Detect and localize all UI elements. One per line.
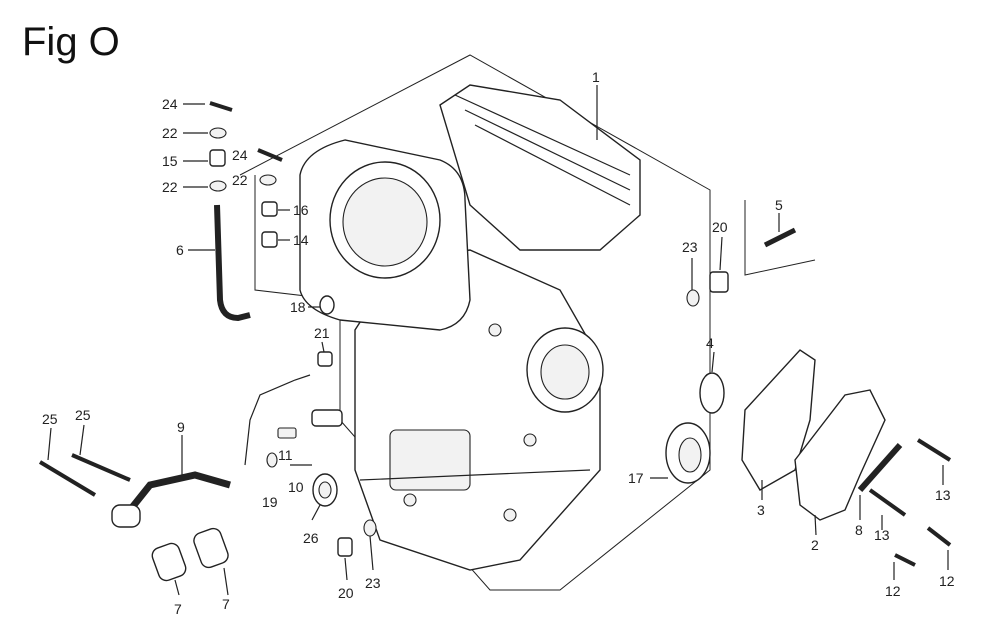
bolt-part-12-a xyxy=(894,553,916,567)
figure-title: Fig O xyxy=(22,20,120,64)
crankcase-assembly xyxy=(299,84,641,571)
callout-20-upper: 20 xyxy=(712,219,728,235)
leader-lines xyxy=(47,85,949,596)
bolt-part-5 xyxy=(763,227,797,248)
callout-22-b: 22 xyxy=(162,179,178,195)
callout-13-a: 13 xyxy=(935,487,951,503)
bolt-part-12-b xyxy=(926,526,952,547)
callout-7-a: 7 xyxy=(174,601,182,617)
callout-23-upper: 23 xyxy=(682,239,698,255)
nut-part-21 xyxy=(317,351,333,367)
callout-3: 3 xyxy=(757,502,765,518)
collar-part-15 xyxy=(209,149,226,167)
callout-2: 2 xyxy=(811,537,819,553)
bolt-part-13-a xyxy=(916,438,952,462)
oil-seal-part-17-inner xyxy=(678,437,702,473)
nut-part-16 xyxy=(261,201,278,217)
callout-24-a: 24 xyxy=(162,96,178,112)
washer-part-22-c xyxy=(259,174,277,186)
washer-part-22-a xyxy=(209,127,227,139)
callout-6: 6 xyxy=(176,242,184,258)
callout-14: 14 xyxy=(293,232,309,248)
collar-part-14 xyxy=(261,231,278,248)
washer-part-19 xyxy=(266,452,278,468)
gasket-part-3 xyxy=(741,349,816,491)
drain-plug-body xyxy=(111,504,141,528)
screw-part-24-b xyxy=(257,148,283,162)
cap-part-7-b xyxy=(193,527,229,569)
screw-part-24-a xyxy=(209,101,233,112)
washer-part-23-upper xyxy=(686,289,700,307)
breather-tube-part-6 xyxy=(214,204,251,322)
callout-26: 26 xyxy=(303,530,319,546)
callout-25-a: 25 xyxy=(42,411,58,427)
cap-part-7-a xyxy=(151,542,187,582)
plug-part-20-upper xyxy=(709,271,729,293)
callout-18: 18 xyxy=(290,299,306,315)
callout-16: 16 xyxy=(293,202,309,218)
callout-4: 4 xyxy=(706,335,714,351)
callout-13-b: 13 xyxy=(874,527,890,543)
washer-part-22-b xyxy=(209,180,227,192)
callout-19: 19 xyxy=(262,494,278,510)
oil-drain-pipe-part-9 xyxy=(127,471,231,513)
washer-part-23-lower xyxy=(363,519,377,537)
fitting-part-11 xyxy=(277,427,297,439)
seal-part-26-inner xyxy=(318,481,332,499)
callout-23-lower: 23 xyxy=(365,575,381,591)
o-ring-part-4 xyxy=(699,372,725,414)
wire-harness xyxy=(244,374,311,466)
callout-12-b: 12 xyxy=(939,573,955,589)
callout-7-b: 7 xyxy=(222,596,230,612)
callout-9: 9 xyxy=(177,419,185,435)
bolt-part-13-b xyxy=(868,488,907,517)
callout-15: 15 xyxy=(162,153,178,169)
callout-8: 8 xyxy=(855,522,863,538)
callout-10: 10 xyxy=(288,479,304,495)
callout-24-b: 24 xyxy=(232,147,248,163)
callout-20-lower: 20 xyxy=(338,585,354,601)
bolt-part-25-b xyxy=(71,453,131,482)
cover-boundary-outline xyxy=(744,200,816,276)
callout-21: 21 xyxy=(314,325,330,341)
callout-12-a: 12 xyxy=(885,583,901,599)
callout-1: 1 xyxy=(592,69,600,85)
bolt-part-25-a xyxy=(38,460,97,497)
callout-17: 17 xyxy=(628,470,644,486)
side-cover-part-2 xyxy=(794,389,886,521)
callout-25-b: 25 xyxy=(75,407,91,423)
callout-11: 11 xyxy=(278,447,293,463)
lever-part-8 xyxy=(857,443,903,492)
o-ring-part-18 xyxy=(319,295,335,315)
callout-5: 5 xyxy=(775,197,783,213)
bolt-part-20-lower xyxy=(337,537,353,557)
callout-22-a: 22 xyxy=(162,125,178,141)
oil-sensor-part-11 xyxy=(311,409,343,427)
callout-22-c: 22 xyxy=(232,172,248,188)
